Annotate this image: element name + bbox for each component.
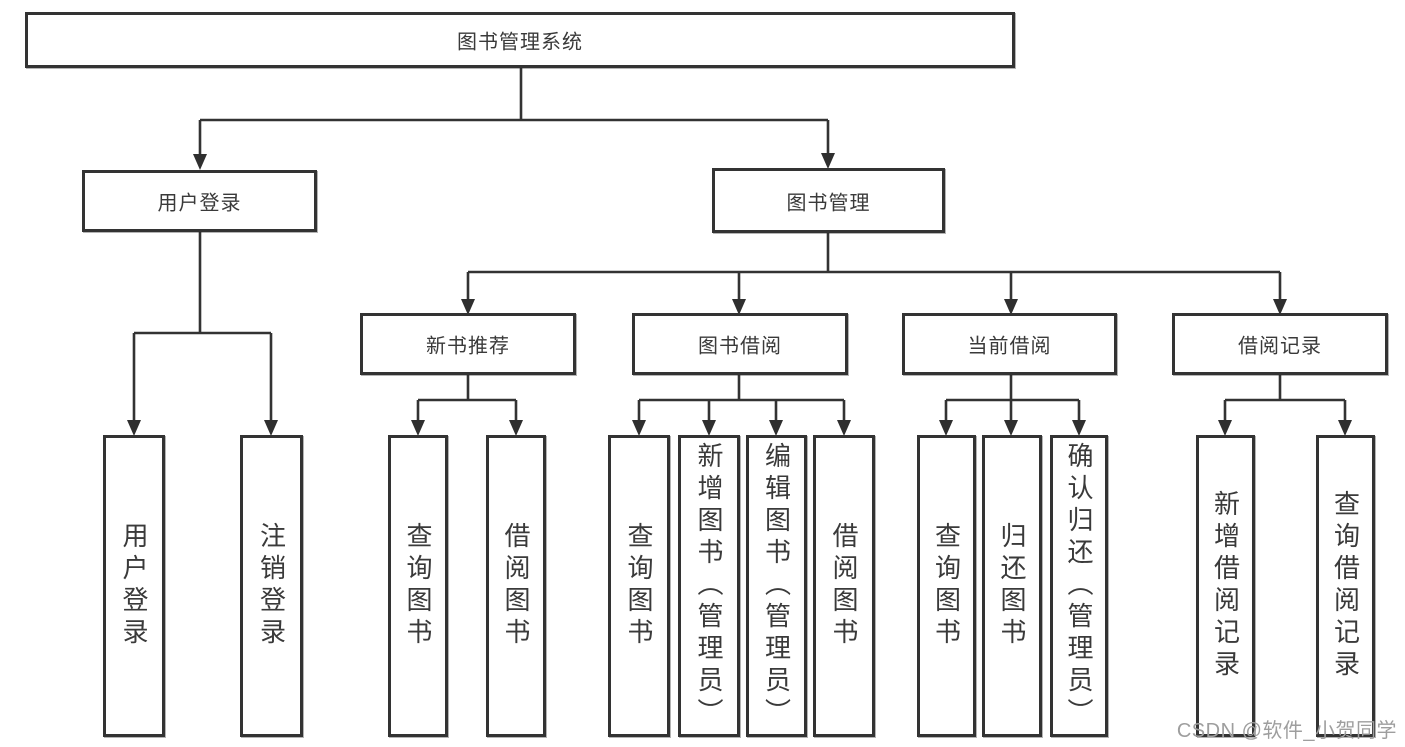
node-borrow-records-label: 借阅记录 [1238,335,1322,358]
arrowhead [411,420,425,436]
arrowhead [732,299,746,315]
node-book-management-label: 图书管理 [786,192,871,214]
arrowhead [1273,299,1287,315]
node-new-book-recommend-label: 新书推荐 [426,335,510,358]
leaf-logout: 注销登录 [240,435,303,737]
leaf-return-books-label: 归还图书 [997,522,1027,650]
arrowhead [193,154,207,170]
edge-management-bus [466,233,1282,305]
node-current-borrow: 当前借阅 [902,313,1117,375]
node-book-borrow: 图书借阅 [632,313,848,375]
arrowhead [1072,420,1086,436]
arrowhead [939,420,953,436]
node-book-borrow-label: 图书借阅 [698,335,782,358]
leaf-borrow-books-label: 借阅图书 [829,522,859,650]
arrowhead [127,420,141,436]
leaf-recommend-query-books: 查询图书 [388,435,448,737]
leaf-add-books-admin-label: 新增图书（管理员） [694,442,724,730]
leaf-edit-books-admin: 编辑图书（管理员） [746,435,807,737]
arrowhead [702,420,716,436]
leaf-recommend-query-books-label: 查询图书 [403,522,433,650]
leaf-current-query-books: 查询图书 [917,435,976,737]
edge-user-branch [132,232,273,426]
arrowhead [821,153,835,169]
leaf-borrow-query-books: 查询图书 [608,435,670,737]
edge-borrow-branch [637,375,846,426]
leaf-current-query-books-label: 查询图书 [931,522,962,650]
csdn-watermark: CSDN @软件_小贺同学 [1176,720,1397,742]
node-new-book-recommend: 新书推荐 [360,313,576,375]
arrowhead [1004,299,1018,315]
arrowhead [1338,420,1352,436]
leaf-confirm-return-admin: 确认归还（管理员） [1050,435,1108,737]
leaf-add-books-admin: 新增图书（管理员） [678,435,740,737]
leaf-confirm-return-admin-label: 确认归还（管理员） [1064,442,1094,730]
arrowhead [1218,420,1232,436]
arrowhead [264,420,278,436]
leaf-user-login-label: 用户登录 [119,522,149,650]
node-current-borrow-label: 当前借阅 [967,335,1052,358]
leaf-edit-books-admin-label: 编辑图书（管理员） [761,442,792,730]
node-book-management: 图书管理 [712,168,945,233]
arrowhead [769,420,783,436]
leaf-query-borrow-record: 查询借阅记录 [1316,435,1375,737]
edge-root-bus [198,68,830,158]
node-user-login: 用户登录 [82,170,317,232]
edge-current-branch [944,375,1081,426]
leaf-recommend-borrow-books: 借阅图书 [486,435,546,737]
arrowheads [127,153,1352,436]
leaf-add-borrow-record: 新增借阅记录 [1196,435,1255,737]
leaf-logout-label: 注销登录 [256,522,287,650]
node-root-label: 图书管理系统 [457,31,583,54]
leaf-query-borrow-record-label: 查询借阅记录 [1330,490,1361,682]
node-borrow-records: 借阅记录 [1172,313,1388,375]
leaf-user-login: 用户登录 [103,435,165,737]
arrowhead [461,299,475,315]
arrowhead [1004,420,1018,436]
leaf-add-borrow-record-label: 新增借阅记录 [1210,490,1241,682]
arrowhead [632,420,646,436]
node-user-login-label: 用户登录 [157,192,242,215]
node-root: 图书管理系统 [25,12,1015,68]
leaf-recommend-borrow-books-label: 借阅图书 [501,522,531,650]
edge-recommend-branch [416,375,518,426]
leaf-borrow-query-books-label: 查询图书 [624,522,654,650]
leaf-borrow-books: 借阅图书 [813,435,875,737]
arrowhead [837,420,851,436]
edge-records-branch [1223,375,1347,426]
arrowhead [509,420,523,436]
leaf-return-books: 归还图书 [982,435,1042,737]
